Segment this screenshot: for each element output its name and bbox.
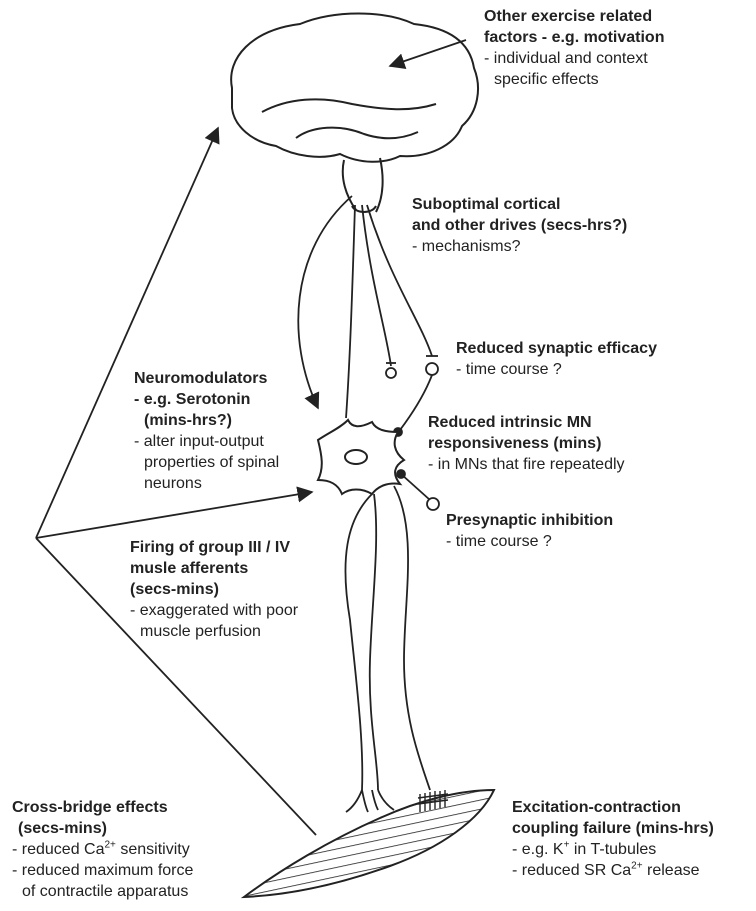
label-reduced-synaptic-efficacy: Reduced synaptic efficacy - time course … — [456, 338, 657, 380]
presynaptic-desc-1: - time course ? — [446, 531, 613, 552]
afferents-desc-1: - exaggerated with poor — [130, 600, 298, 621]
presynaptic-title-1: Presynaptic inhibition — [446, 510, 613, 531]
neuromodulators-desc-2: properties of spinal — [134, 452, 279, 473]
intrinsic-title-2: responsiveness (mins) — [428, 433, 625, 454]
synaptic-title-1: Reduced synaptic efficacy — [456, 338, 657, 359]
afferents-title-3: (secs-mins) — [130, 579, 298, 600]
other-factors-desc-2: specific effects — [484, 69, 664, 90]
motor-axon — [345, 486, 430, 812]
label-group-iii-iv-afferents: Firing of group III / IV musle afferents… — [130, 537, 298, 642]
motor-neuron — [318, 420, 404, 494]
crossbridge-desc-3: of contractile apparatus — [12, 881, 193, 902]
ec-desc-2: - reduced SR Ca2+ release — [512, 860, 714, 881]
label-suboptimal-cortical-drives: Suboptimal cortical and other drives (se… — [412, 194, 627, 257]
ec-desc-1: - e.g. K+ in T-tubules — [512, 839, 714, 860]
neuromodulators-title-3: (mins-hrs?) — [134, 410, 279, 431]
crossbridge-desc-2: - reduced maximum force — [12, 860, 193, 881]
neuromodulators-desc-3: neurons — [134, 473, 279, 494]
afferents-title-1: Firing of group III / IV — [130, 537, 298, 558]
other-factors-title-2: factors - e.g. motivation — [484, 27, 664, 48]
brain-illustration — [231, 14, 478, 213]
synaptic-desc-1: - time course ? — [456, 359, 657, 380]
label-presynaptic-inhibition: Presynaptic inhibition - time course ? — [446, 510, 613, 552]
muscle-illustration — [244, 790, 494, 897]
label-excitation-contraction-coupling: Excitation-contraction coupling failure … — [512, 797, 714, 881]
cortical-desc-1: - mechanisms? — [412, 236, 627, 257]
ec-title-2: coupling failure (mins-hrs) — [512, 818, 714, 839]
other-factors-title-1: Other exercise related — [484, 6, 664, 27]
afferents-title-2: musle afferents — [130, 558, 298, 579]
ec-title-1: Excitation-contraction — [512, 797, 714, 818]
neuromodulators-title-2: - e.g. Serotonin — [134, 389, 279, 410]
other-factors-desc-1: - individual and context — [484, 48, 664, 69]
label-cross-bridge-effects: Cross-bridge effects (secs-mins) - reduc… — [12, 797, 193, 902]
afferents-desc-2: muscle perfusion — [130, 621, 298, 642]
label-reduced-intrinsic-mn: Reduced intrinsic MN responsiveness (min… — [428, 412, 625, 475]
label-other-exercise-factors: Other exercise related factors - e.g. mo… — [484, 6, 664, 90]
cortical-title-2: and other drives (secs-hrs?) — [412, 215, 627, 236]
cortical-title-1: Suboptimal cortical — [412, 194, 627, 215]
neuromodulators-title-1: Neuromodulators — [134, 368, 279, 389]
crossbridge-title-1: Cross-bridge effects — [12, 797, 193, 818]
intrinsic-title-1: Reduced intrinsic MN — [428, 412, 625, 433]
crossbridge-title-2: (secs-mins) — [12, 818, 193, 839]
crossbridge-desc-1: - reduced Ca2+ sensitivity — [12, 839, 193, 860]
label-neuromodulators: Neuromodulators - e.g. Serotonin (mins-h… — [134, 368, 279, 494]
intrinsic-desc-1: - in MNs that fire repeatedly — [428, 454, 625, 475]
neuromodulators-desc-1: - alter input-output — [134, 431, 279, 452]
